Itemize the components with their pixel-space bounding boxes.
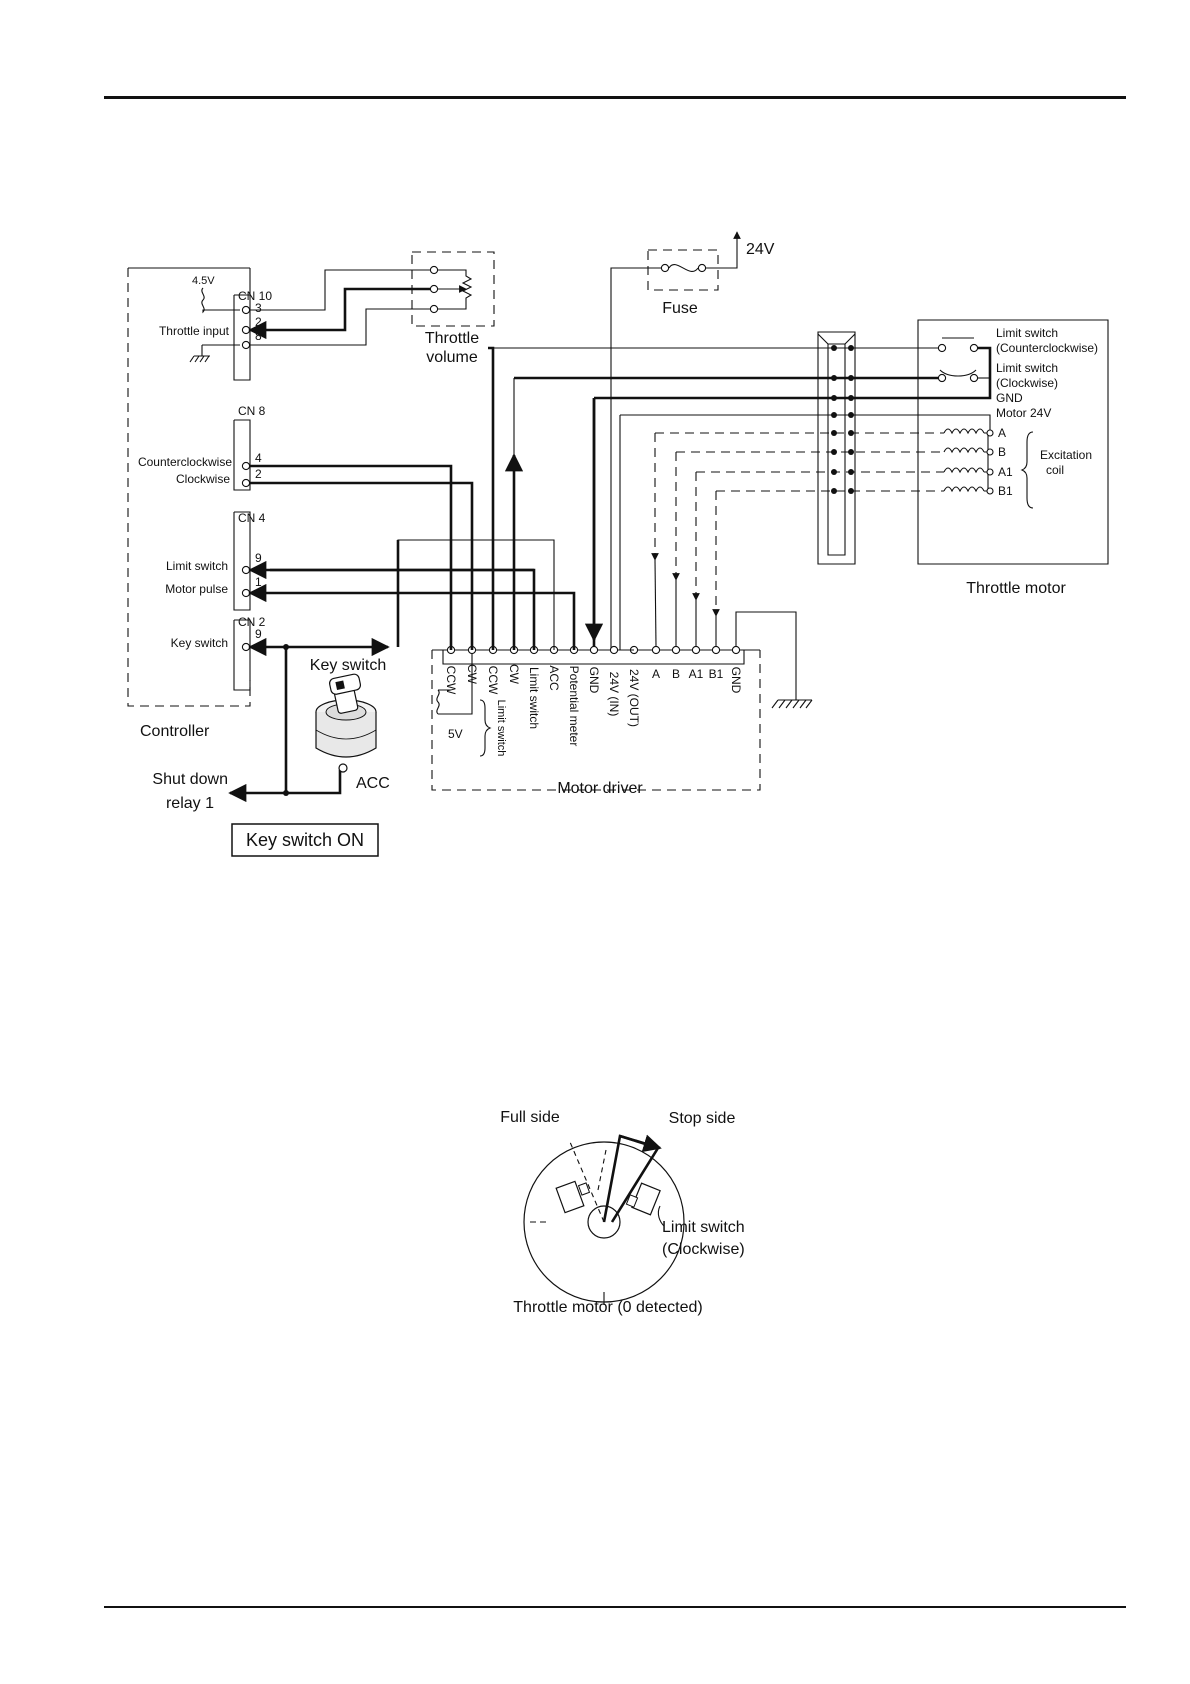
key-switch-signal-label: Key switch bbox=[171, 636, 228, 650]
key-switch-state-box bbox=[231, 823, 379, 857]
coil-b-label: B bbox=[998, 445, 1006, 459]
cw-signal-label: Clockwise bbox=[176, 472, 230, 486]
driver-pin-acc: ACC bbox=[547, 665, 561, 691]
controller-terminals bbox=[241, 305, 251, 652]
driver-pin-b: B bbox=[672, 667, 680, 681]
driver-pin-cw-2: CW bbox=[507, 664, 521, 685]
position-limit-label-1: Limit switch bbox=[662, 1219, 745, 1236]
coil-a-label: A bbox=[998, 426, 1006, 440]
key-switch-state-label: Key switch ON bbox=[246, 830, 364, 850]
limit-cw-label-1: Limit switch bbox=[996, 361, 1058, 375]
controller-label: Controller bbox=[140, 723, 210, 740]
coil-a1-label: A1 bbox=[998, 465, 1013, 479]
driver-pin-24v-in: 24V (IN) bbox=[607, 672, 621, 717]
cn2-label: CN 2 bbox=[238, 615, 266, 629]
throttle-motor-box bbox=[817, 319, 1109, 565]
driver-pin-limit-switch: Limit switch bbox=[527, 667, 541, 729]
driver-pin-potential-meter: Potential meter bbox=[567, 666, 581, 747]
driver-pin-ccw-2: CCW bbox=[486, 666, 500, 695]
key-switch-label: Key switch bbox=[310, 657, 386, 674]
cn4-pin-9: 9 bbox=[255, 551, 262, 565]
controller-voltage: 4.5V bbox=[192, 275, 215, 287]
ccw-signal-label: Counterclockwise bbox=[138, 455, 232, 469]
limit-switch-signal-label: Limit switch bbox=[166, 559, 228, 573]
throttle-volume-label-2: volume bbox=[426, 349, 478, 366]
cn4-label: CN 4 bbox=[238, 511, 266, 525]
driver-5v-label: 5V bbox=[448, 727, 463, 741]
throttle-volume-label-1: Throttle bbox=[425, 330, 479, 347]
motor-gnd-label: GND bbox=[996, 391, 1023, 405]
footer-rule bbox=[104, 1606, 1126, 1608]
motor-24v-label: Motor 24V bbox=[996, 406, 1051, 420]
limit-cw-label-2: (Clockwise) bbox=[996, 376, 1058, 390]
throttle-input-label: Throttle input bbox=[159, 324, 230, 338]
cn8-pin-2: 2 bbox=[255, 467, 262, 481]
driver-limit-bracket-label: Limit switch bbox=[495, 700, 507, 757]
throttle-motor-wires bbox=[488, 345, 994, 650]
throttle-position-diagram bbox=[523, 1134, 685, 1305]
excitation-label-2: coil bbox=[1046, 463, 1064, 477]
driver-pin-a: A bbox=[652, 667, 660, 681]
acc-label: ACC bbox=[356, 775, 390, 792]
driver-pin-ccw-1: CCW bbox=[444, 666, 458, 695]
motor-pulse-signal-label: Motor pulse bbox=[165, 582, 228, 596]
ground-icon bbox=[771, 699, 813, 709]
cn10-pin-2: 2 bbox=[255, 315, 262, 329]
motor-driver-label: Motor driver bbox=[557, 780, 643, 797]
full-side-label: Full side bbox=[500, 1109, 560, 1126]
excitation-label-1: Excitation bbox=[1040, 448, 1092, 462]
fuse-label: Fuse bbox=[662, 300, 698, 317]
driver-pin-b1: B1 bbox=[709, 667, 724, 681]
limit-ccw-label-2: (Counterclockwise) bbox=[996, 341, 1098, 355]
motor-driver-terminals bbox=[446, 645, 741, 655]
shutdown-label-1: Shut down bbox=[152, 771, 228, 788]
driver-pin-gnd: GND bbox=[587, 667, 601, 694]
driver-pin-a1: A1 bbox=[689, 667, 704, 681]
cn8-label: CN 8 bbox=[238, 404, 266, 418]
supply-24v-label: 24V bbox=[746, 241, 775, 258]
cn10-pin-3: 3 bbox=[255, 301, 262, 315]
coil-b1-label: B1 bbox=[998, 484, 1013, 498]
position-limit-label-2: (Clockwise) bbox=[662, 1241, 745, 1258]
throttle-motor-label: Throttle motor bbox=[966, 580, 1066, 597]
cn8-pin-4: 4 bbox=[255, 451, 262, 465]
driver-pin-gnd-2: GND bbox=[729, 667, 743, 694]
fuse-box bbox=[610, 231, 741, 650]
cn4-pin-1: 1 bbox=[255, 575, 262, 589]
shutdown-label-2: relay 1 bbox=[166, 795, 214, 812]
throttle-volume-box bbox=[411, 251, 495, 327]
throttle-position-caption: Throttle motor (0 detected) bbox=[513, 1299, 702, 1316]
cn2-pin-9: 9 bbox=[255, 627, 262, 641]
driver-pin-labels: CCW CW CCW CW Limit switch ACC Potential… bbox=[444, 664, 743, 746]
cn10-label: CN 10 bbox=[238, 289, 272, 303]
stop-side-label: Stop side bbox=[669, 1110, 736, 1127]
controller-driver-wires bbox=[248, 346, 720, 651]
controller-box bbox=[127, 267, 251, 707]
header-rule bbox=[104, 96, 1126, 99]
key-switch-icon bbox=[315, 673, 377, 773]
limit-ccw-label-1: Limit switch bbox=[996, 326, 1058, 340]
driver-pin-24v-out: 24V (OUT) bbox=[627, 669, 641, 727]
